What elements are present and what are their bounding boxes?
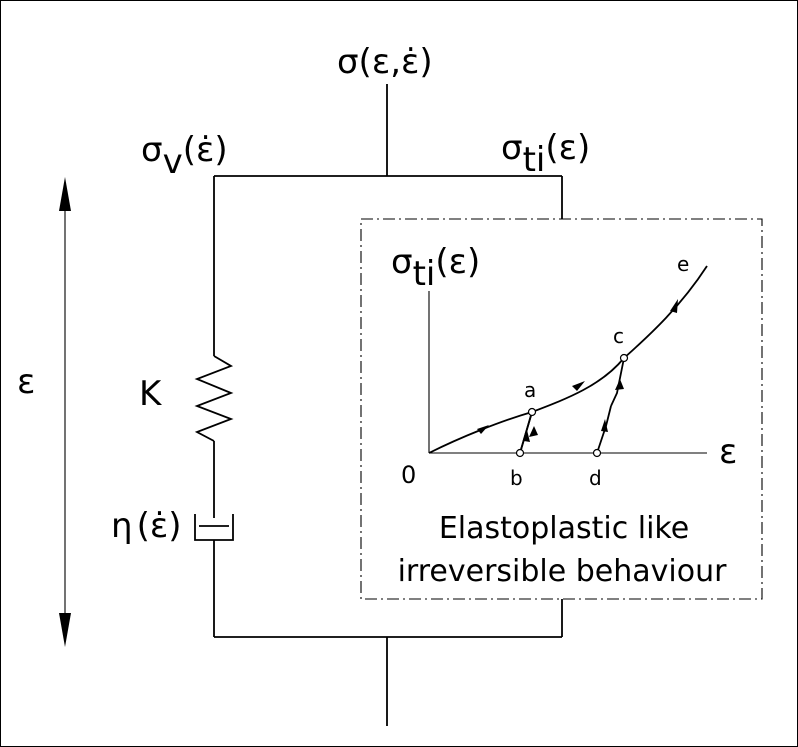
point-b-label: b bbox=[510, 466, 523, 490]
curve-arrow-2 bbox=[572, 381, 585, 391]
curve-arrow-3 bbox=[670, 299, 678, 313]
inset-y-label: σti(ε) bbox=[391, 242, 480, 294]
point-a-marker bbox=[527, 407, 537, 417]
point-c-label: c bbox=[613, 324, 624, 348]
arrow-b-up bbox=[524, 430, 530, 442]
spring-icon bbox=[194, 355, 234, 442]
inset-caption-line2: irreversible behaviour bbox=[398, 554, 728, 589]
total-stress-label: σ(ε,ε̇) bbox=[337, 42, 433, 82]
strain-arrow-down-head bbox=[59, 613, 71, 647]
point-e-label: e bbox=[677, 252, 689, 276]
viscous-stress-label: σv(ε̇) bbox=[141, 130, 228, 182]
inset-x-label: ε bbox=[719, 432, 737, 472]
loading-curve bbox=[428, 265, 708, 454]
curve-arrow-1 bbox=[477, 425, 489, 434]
point-d-label: d bbox=[589, 466, 602, 490]
inset-origin-label: 0 bbox=[401, 461, 416, 489]
point-c-marker bbox=[619, 353, 629, 363]
arrow-a-down bbox=[529, 426, 538, 437]
reload-ba bbox=[519, 411, 533, 454]
spring-label: K bbox=[139, 374, 163, 414]
inset-caption-line1: Elastoplastic like bbox=[439, 511, 689, 546]
ti-stress-label: σti(ε) bbox=[501, 128, 590, 180]
point-a-label: a bbox=[524, 378, 536, 402]
point-b-marker bbox=[515, 448, 525, 458]
point-d-marker bbox=[592, 448, 602, 458]
arrow-c-down bbox=[615, 379, 624, 390]
strain-arrow-up-head bbox=[59, 177, 71, 211]
arrow-d-up bbox=[601, 419, 608, 432]
inset-box bbox=[360, 218, 763, 600]
strain-label: ε bbox=[17, 362, 35, 402]
unload-cd-upper bbox=[610, 357, 625, 407]
dashpot-label: η(ε̇) bbox=[111, 506, 181, 546]
